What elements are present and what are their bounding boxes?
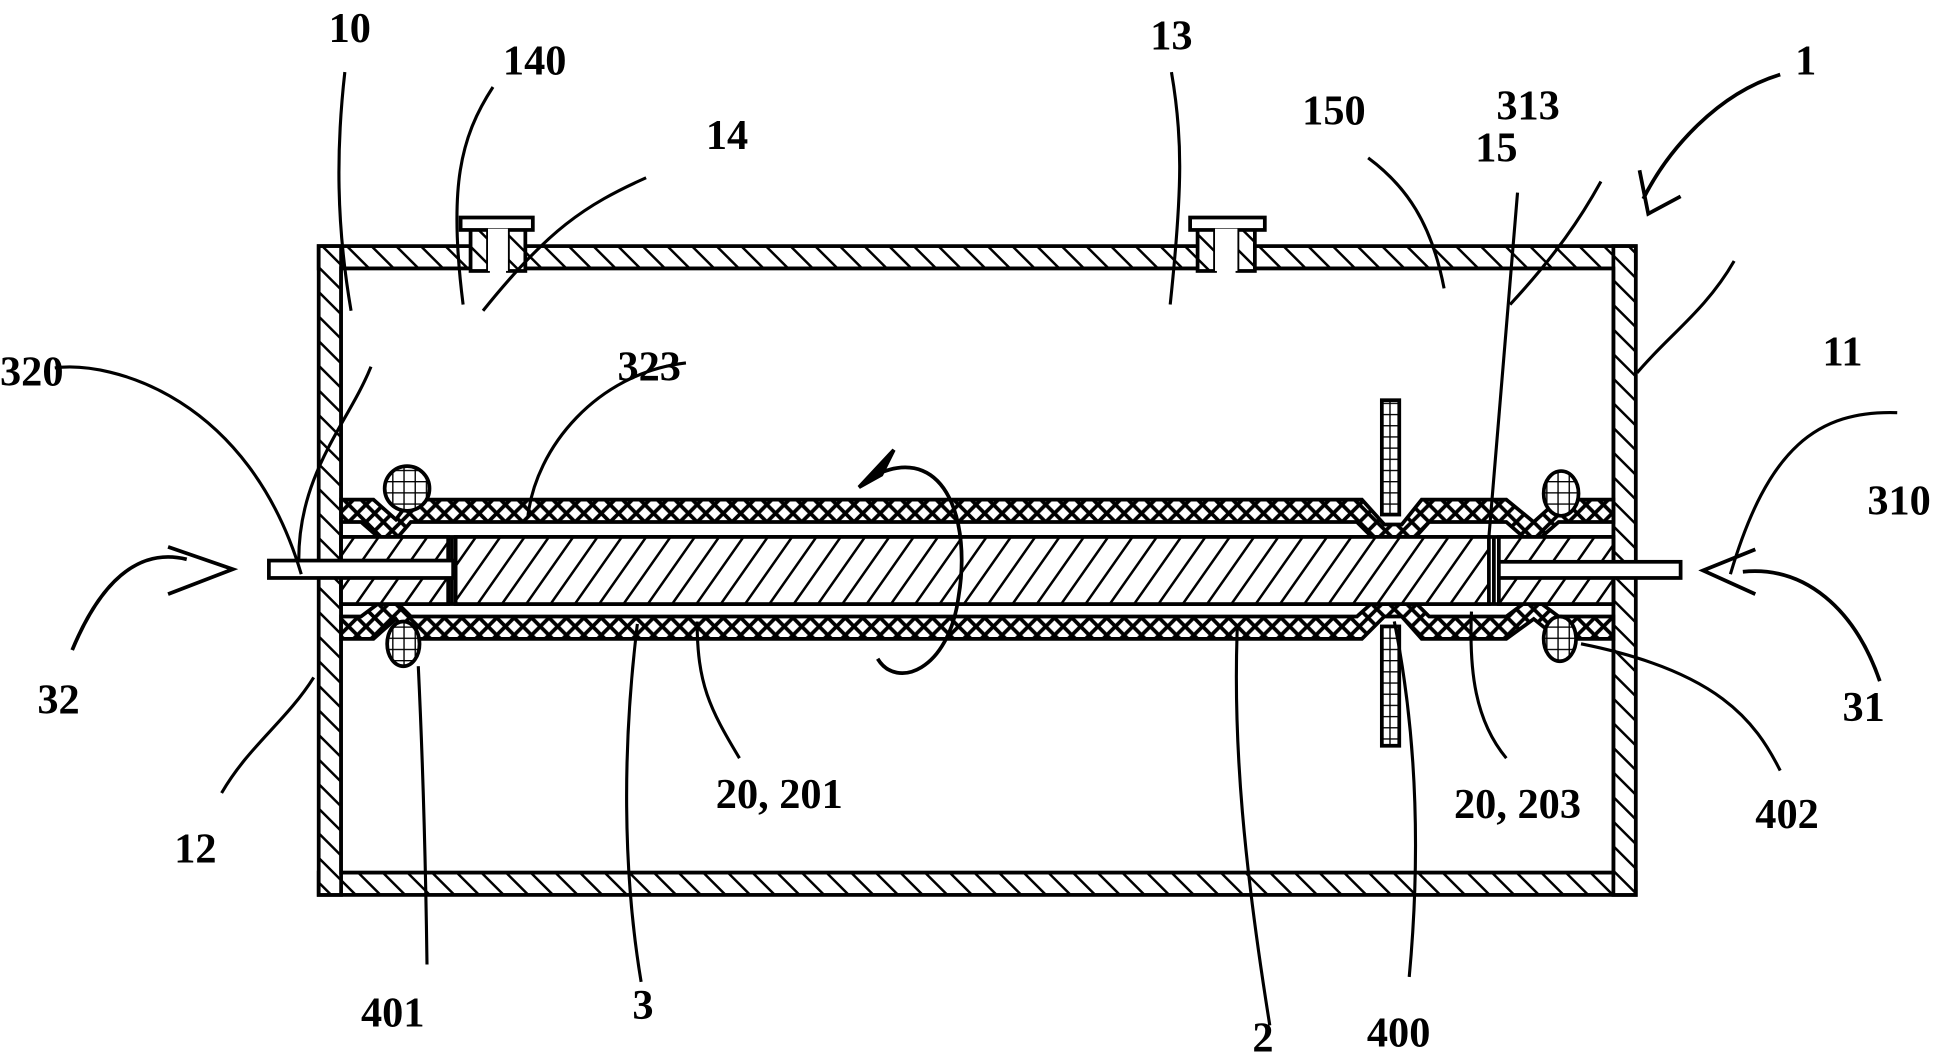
label-3: 3 [632,982,653,1029]
inlet-arrow-31 [1698,547,1882,682]
seal-ring-401 [382,464,432,669]
label-140: 140 [503,38,566,85]
mesh-sleeve-2 [339,497,1616,641]
label-12: 12 [174,826,216,873]
label-11: 11 [1823,328,1863,375]
housing-bottom-wall [316,870,1638,897]
label-150: 150 [1302,87,1365,134]
label-31: 31 [1842,684,1884,731]
label-402: 402 [1755,791,1818,838]
shaft-310 [1496,559,1683,580]
label-10: 10 [329,5,371,52]
label-401: 401 [361,990,424,1037]
label-1: 1 [1795,38,1816,85]
port-14 [458,215,535,273]
assembly-arrow-1 [1637,72,1781,217]
inlet-arrow-32 [70,545,239,651]
reference-labels: 10 140 14 13 150 15 313 1 11 320 323 310… [0,5,1931,1054]
clamp-400 [1379,398,1402,748]
seal-ring-402 [1541,469,1581,664]
port-15 [1188,215,1267,273]
label-310: 310 [1867,478,1930,525]
label-13: 13 [1150,13,1192,60]
label-20-203: 20, 203 [1454,781,1581,828]
rotation-arrow [857,448,964,675]
label-313: 313 [1496,82,1559,129]
label-15: 15 [1475,125,1517,172]
label-2: 2 [1252,1015,1273,1054]
label-400: 400 [1367,1010,1430,1054]
label-20-201: 20, 201 [716,771,843,818]
label-32: 32 [37,676,79,723]
shaft-320 [267,558,456,580]
label-14: 14 [706,112,748,159]
core-3 [339,535,1616,606]
label-320: 320 [0,348,63,395]
leader-lines [54,71,1898,1026]
label-323: 323 [617,343,680,390]
